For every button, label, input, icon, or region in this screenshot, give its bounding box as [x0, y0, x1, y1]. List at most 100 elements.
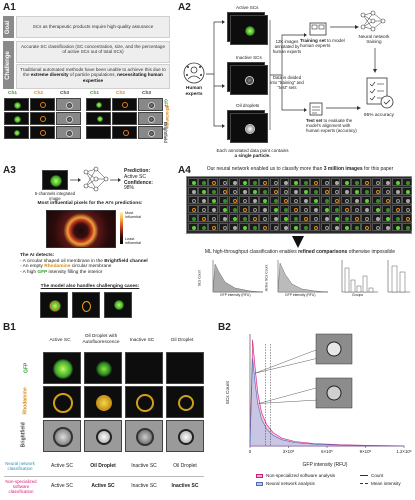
mosaic-tile	[310, 214, 320, 223]
mosaic-tile	[228, 214, 239, 223]
mosaic-tile	[310, 196, 320, 205]
mosaic-tile	[269, 223, 280, 232]
a1-side-labels: GFP Rhodamine Brightfield	[163, 96, 173, 143]
oil-droplets-label: Oil droplets	[236, 103, 260, 108]
mosaic-tile	[279, 187, 290, 196]
mosaic-tile	[300, 196, 310, 205]
a3-prediction: Prediction: Active SC Confidence: 98%	[124, 168, 170, 192]
b1-separator	[4, 476, 204, 477]
mosaic-tile	[239, 214, 249, 223]
human-experts-label: Human experts	[185, 86, 203, 97]
mosaic-tile	[310, 187, 320, 196]
annotation-note: 12K images annotated by human experts	[272, 39, 302, 54]
mosaic-tile	[300, 178, 310, 187]
mosaic-tile	[290, 178, 300, 187]
mosaic-tile	[249, 187, 259, 196]
mosaic-tile	[341, 205, 351, 214]
mosaic-tile	[402, 196, 412, 205]
test-arrow	[326, 106, 361, 110]
mosaic-tile	[239, 205, 249, 214]
a1-cell	[56, 126, 81, 139]
panel-label-a2: A2	[178, 2, 191, 13]
mosaic-tile	[381, 214, 392, 223]
a1-cell	[112, 98, 137, 111]
mosaic-tile	[228, 205, 239, 214]
b1-image-grid	[43, 352, 205, 454]
a2-bracket	[206, 20, 225, 128]
mosaic-tile	[310, 223, 320, 232]
a3-neural-network-icon	[83, 166, 109, 192]
mosaic-tile	[392, 196, 402, 205]
nn-result-2: Oil Droplet	[90, 463, 116, 469]
mosaic-tile	[290, 205, 300, 214]
mosaic-tile	[269, 187, 280, 196]
b2-pointer-line	[255, 349, 317, 374]
mosaic-tile	[290, 187, 300, 196]
mosaic-tile	[402, 178, 412, 187]
a1-cell	[138, 126, 163, 139]
challenging-label: The model also handles challenging cases…	[40, 284, 140, 289]
mini-chart-2-xlabel: GFP intensity (RFU)	[285, 293, 316, 297]
detect-item-2: - An empty Rhodamine circular membrane	[20, 264, 112, 270]
mosaic-tile	[300, 214, 310, 223]
mosaic-tile	[381, 196, 392, 205]
mosaic-tile	[320, 214, 331, 223]
active-scs-label: Active SCs	[236, 5, 259, 10]
challenging-case-image	[104, 292, 132, 318]
a1-cell	[4, 112, 29, 125]
b1-row-label-gfp: GFP	[23, 362, 30, 374]
a1-cell	[30, 126, 55, 139]
mosaic-tile	[392, 187, 402, 196]
mosaic-tile	[330, 214, 341, 223]
mosaic-tile	[351, 205, 361, 214]
mosaic-tile	[381, 223, 392, 232]
mosaic-tile	[279, 223, 290, 232]
mosaic-tile	[320, 196, 331, 205]
a1-cell	[86, 126, 111, 139]
oil-droplet-image	[230, 113, 268, 143]
mosaic-tile	[239, 196, 249, 205]
mosaic-tile	[320, 223, 331, 232]
goal-text: SCs as therapeutic products require high…	[16, 16, 170, 38]
a1-cell	[56, 112, 81, 125]
mosaic-tile	[259, 205, 269, 214]
b2-ylabel: SCs Count	[225, 381, 231, 405]
mosaic-tile	[198, 178, 208, 187]
mosaic-tile	[341, 187, 351, 196]
mosaic-tile	[208, 187, 218, 196]
b1-col-header-4: Oil Droplet	[170, 338, 194, 343]
accuracy-checklist-icon	[366, 77, 394, 109]
mosaic-tile	[249, 223, 259, 232]
a1-cell	[4, 98, 29, 111]
ns-result-4: Inactive SC	[171, 483, 199, 489]
mosaic-tile	[371, 214, 382, 223]
mosaic-tile	[279, 178, 290, 187]
legend-least: Least influential	[125, 237, 142, 246]
confidence-label: Confidence:	[124, 179, 153, 186]
human-experts-icon	[183, 62, 205, 84]
mosaic-tile	[392, 223, 402, 232]
b1-row-label-rhodamine: Rhodamine	[22, 387, 29, 415]
panel-label-a3: A3	[3, 165, 16, 176]
mosaic-tile	[351, 196, 361, 205]
b2-inset-droplet	[326, 385, 342, 401]
mosaic-tile	[351, 223, 361, 232]
confidence-value: 98%	[124, 185, 135, 192]
mosaic-tile	[259, 196, 269, 205]
b1-rhod-oil-droplet	[166, 386, 204, 418]
b2-legend: Non-specialized software analysis Neural…	[256, 472, 412, 496]
mosaic-tile	[188, 187, 198, 196]
mosaic-tile	[188, 214, 198, 223]
a1-cell	[30, 112, 55, 125]
mini-chart-3-xlabel: Groups	[352, 293, 364, 297]
b1-gfp-active-sc	[43, 352, 81, 384]
mosaic-tile	[198, 196, 208, 205]
mosaic-tile	[290, 214, 300, 223]
challenge-text-1: Accurate SC classification (SC concentra…	[16, 41, 170, 63]
mosaic-tile	[341, 196, 351, 205]
mosaic-tile	[249, 196, 259, 205]
a4-mini-chart-1	[212, 260, 264, 293]
nn-result-1: Active SC	[51, 463, 73, 469]
a4-down-arrow	[292, 236, 304, 248]
